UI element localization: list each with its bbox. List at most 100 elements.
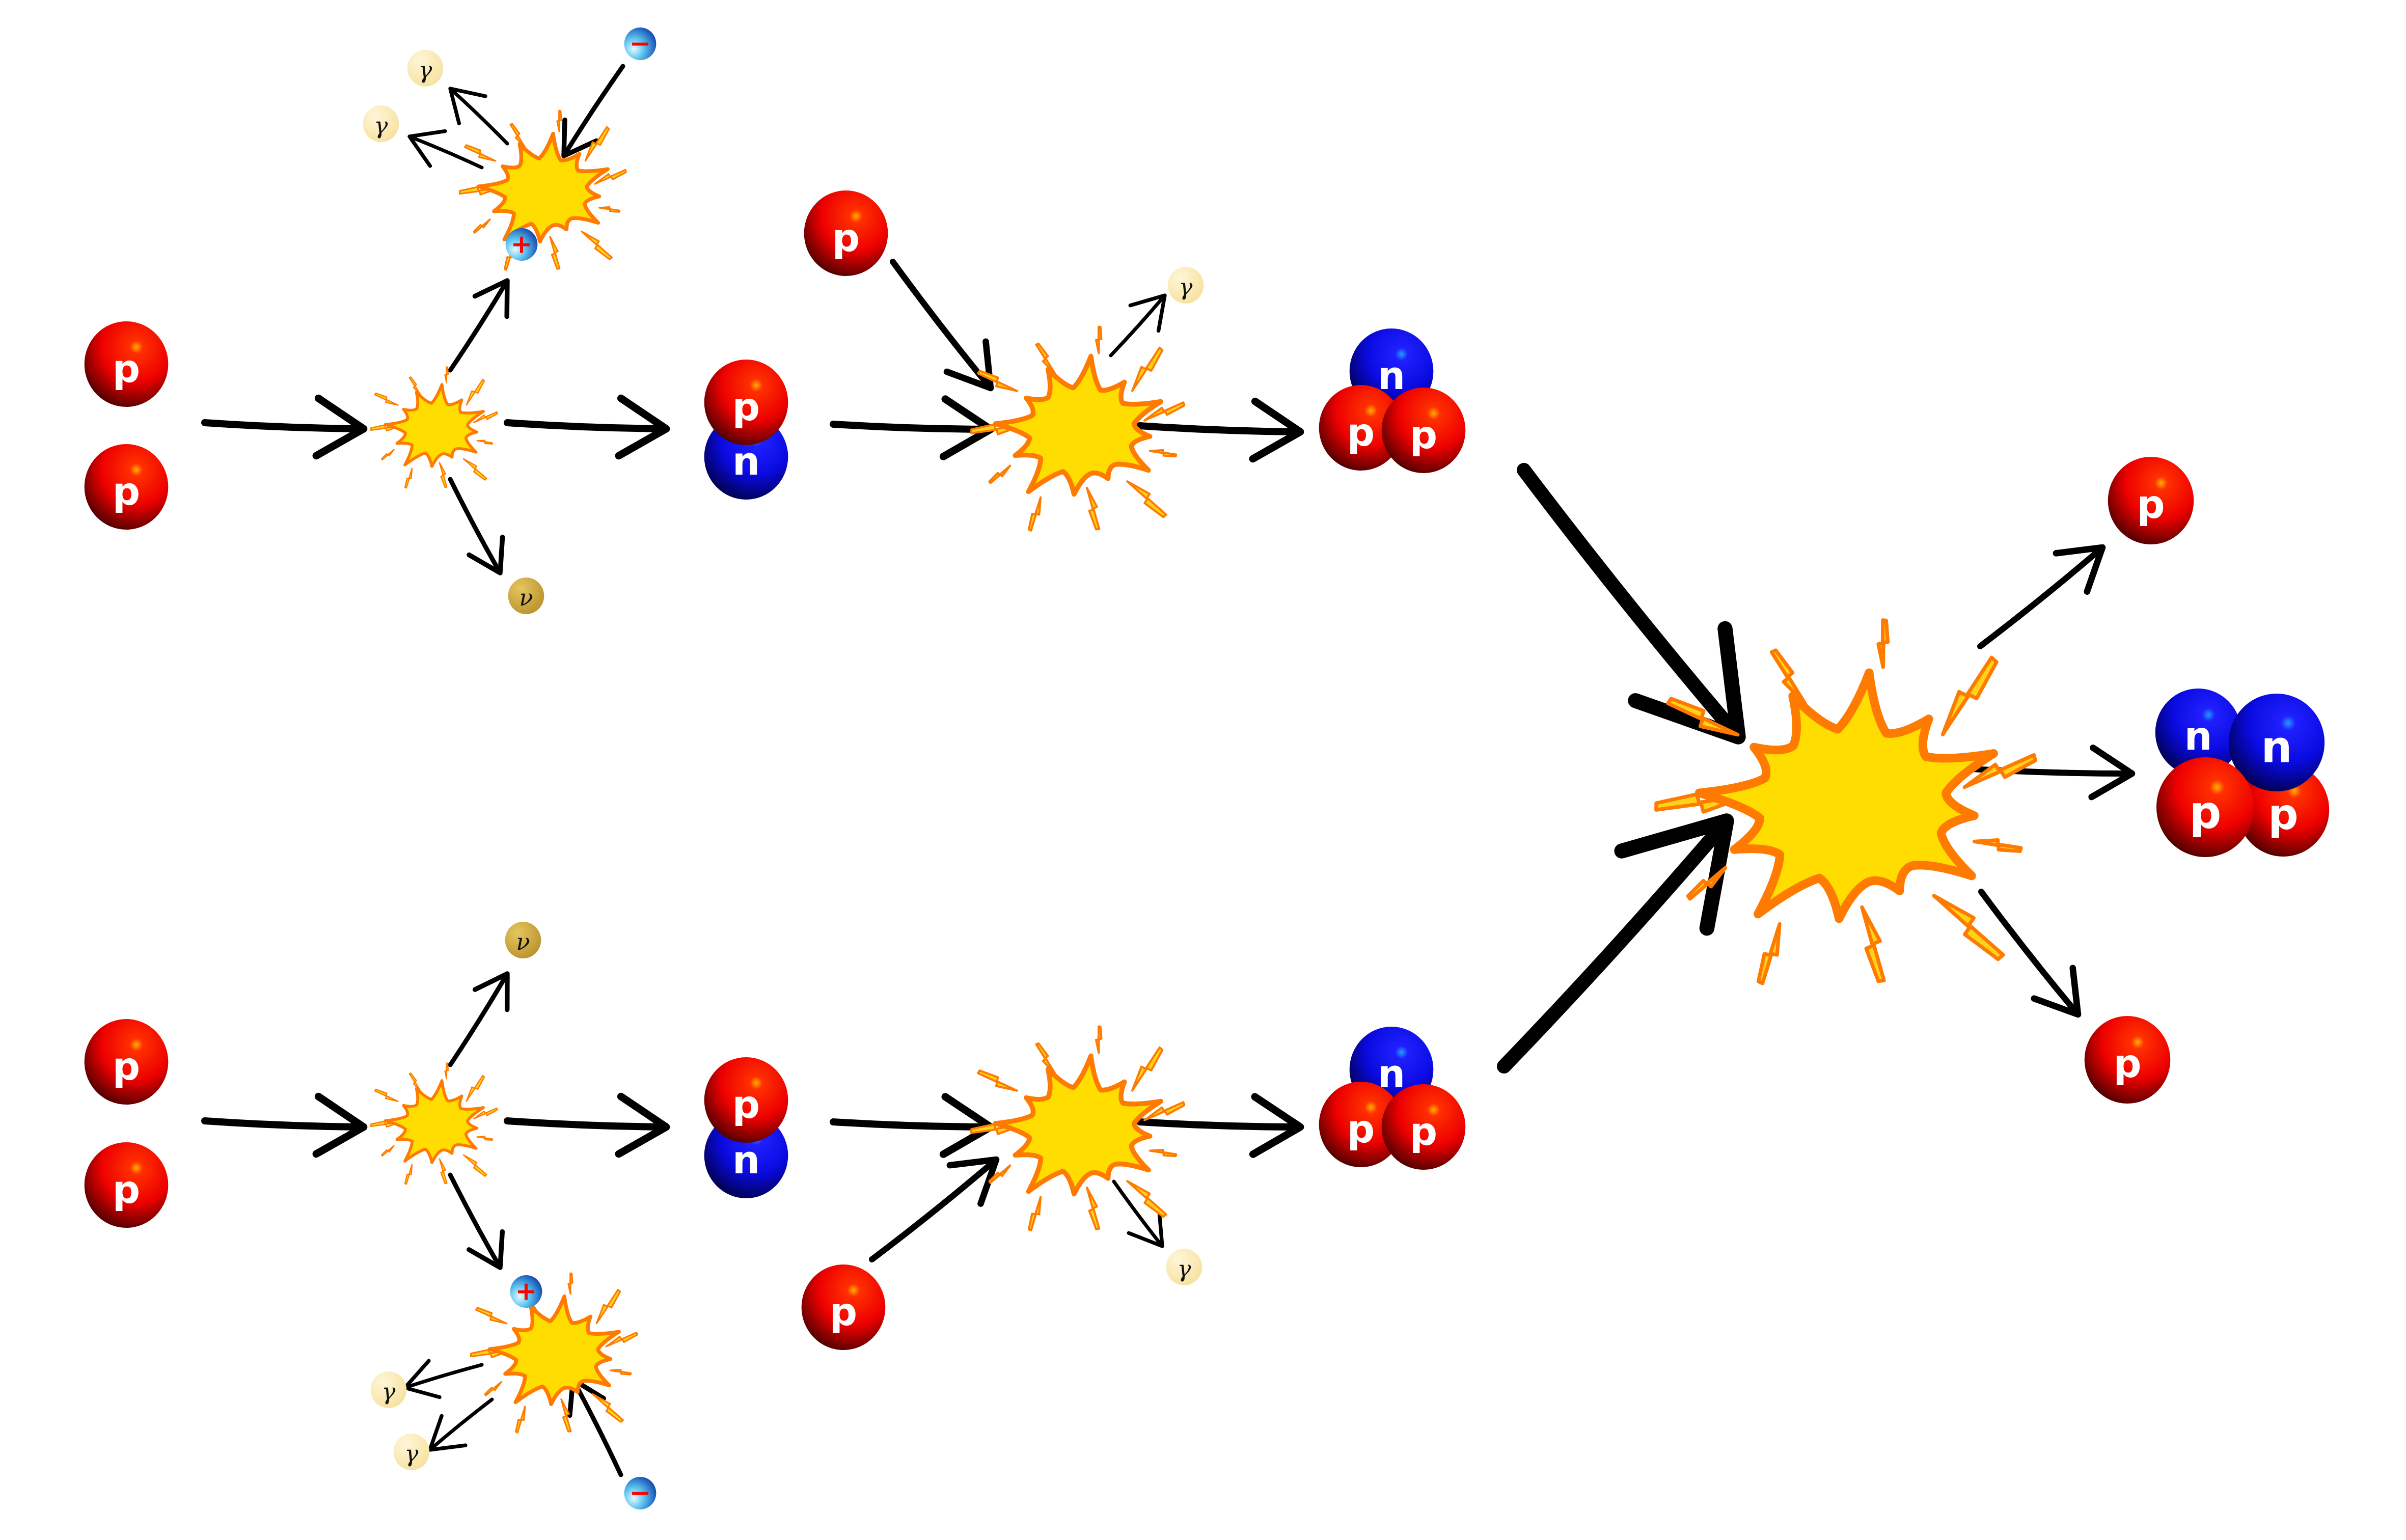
neutrino-sphere-icon	[505, 922, 541, 958]
arrow-shaft	[890, 259, 994, 391]
proton-particle: p	[2156, 757, 2255, 857]
arrow-shaft	[1978, 889, 2081, 1018]
proton-sphere-icon	[2108, 457, 2194, 544]
arrow-bot-burst-to-neutrino	[448, 971, 510, 1067]
lightning-bolt-icon	[374, 1088, 399, 1102]
proton-sphere-icon	[1381, 388, 1466, 473]
proton-label: p	[2190, 786, 2222, 838]
proton-particle: p	[704, 360, 788, 445]
proton-particle: p	[801, 1264, 886, 1350]
arrowhead-icon	[1614, 813, 1734, 936]
positron-sphere-icon	[505, 228, 538, 261]
lightning-bolt-icon	[549, 235, 561, 270]
lightning-bolt-icon	[1149, 449, 1178, 458]
gamma-particle: γ	[407, 50, 444, 87]
explosion-star-icon	[993, 1053, 1163, 1197]
lightning-bolt-icon	[476, 1136, 494, 1141]
arrow-bot-proton-to-burst	[869, 1156, 1000, 1262]
arrow-bot-burst-to-positron	[448, 1172, 505, 1270]
neutron-label: n	[732, 1137, 760, 1182]
proton-sphere-icon	[1381, 1084, 1466, 1170]
arrowhead-icon	[1249, 397, 1304, 463]
electron-charge-label: −	[630, 1478, 651, 1508]
lightning-bolt-icon	[439, 1158, 448, 1185]
lightning-bolt-icon	[515, 1406, 526, 1434]
positron-sphere-icon	[510, 1275, 542, 1308]
gamma-particle: γ	[1166, 1249, 1202, 1285]
arrowhead-icon	[1628, 621, 1746, 745]
lightning-bolt-icon	[1972, 838, 2023, 854]
arrow-top-burst-to-gamma1	[448, 87, 509, 146]
proton-sphere-icon	[704, 1057, 788, 1143]
lightning-bolt-icon	[484, 1381, 502, 1396]
gamma-sphere-icon	[393, 1434, 430, 1470]
lightning-bolt-icon	[473, 218, 491, 234]
proton-sphere-icon	[2156, 757, 2255, 857]
lightning-bolt-icon	[567, 1272, 573, 1295]
arrowhead-icon	[615, 394, 670, 460]
electron-sphere-icon	[624, 28, 657, 60]
burst-icon-he3-he3-burst	[1654, 618, 2037, 985]
lightning-bolt-icon	[1143, 1101, 1186, 1121]
gamma-label: γ	[405, 1440, 419, 1467]
neutrino-label: ν	[516, 928, 530, 955]
arrow-shaft	[448, 971, 510, 1067]
arrow-shaft	[1136, 1118, 1304, 1131]
neutrino-label: ν	[519, 584, 533, 611]
arrowhead-icon	[312, 1092, 368, 1158]
lightning-bolt-icon	[462, 458, 487, 481]
gamma-label: γ	[1178, 1255, 1191, 1282]
lightning-bolt-icon	[1086, 487, 1101, 531]
lightning-bolt-icon	[988, 1164, 1011, 1184]
arrow-top-burst-to-gamma3	[1109, 293, 1167, 358]
gamma-label: γ	[382, 1378, 396, 1405]
burst-icon-top-pp-burst	[370, 366, 498, 489]
positron-charge-label: +	[511, 230, 533, 260]
lightning-bolt-icon	[1149, 1148, 1178, 1158]
lightning-bolt-icon	[473, 411, 498, 424]
proton-sphere-icon	[84, 321, 169, 407]
lightning-bolt-icon	[1027, 496, 1042, 532]
lightning-bolt-icon	[977, 370, 1019, 392]
electron-particle: −	[624, 28, 657, 60]
arrow-he3-bot-to-big-burst	[1497, 813, 1734, 1074]
lightning-bolt-icon	[977, 1069, 1019, 1092]
arrow-top-electron-to-burst	[561, 64, 625, 158]
arrow-top-burst-to-neutrino	[448, 477, 505, 575]
lightning-bolt-icon	[610, 1369, 632, 1376]
arrowhead-icon	[467, 534, 505, 575]
proton-sphere-icon	[84, 444, 169, 530]
arrow-bot-deuteron-to-burst	[830, 1093, 995, 1158]
lightning-bolt-icon	[1131, 1046, 1164, 1092]
arrowhead-icon	[1249, 1093, 1304, 1158]
arrow-he3-top-to-big-burst	[1517, 463, 1746, 745]
explosion-star-icon	[1694, 668, 1998, 923]
lightning-bolt-icon	[475, 1307, 508, 1325]
proton-particle: p	[1381, 1084, 1466, 1170]
arrowhead-icon	[467, 1229, 505, 1270]
arrow-bot-burst-to-gamma1	[403, 1359, 484, 1399]
positron-particle: +	[505, 228, 538, 261]
lightning-bolt-icon	[1027, 1196, 1042, 1231]
explosion-star-icon	[487, 1294, 621, 1407]
lightning-bolt-icon	[1756, 922, 1782, 985]
proton-particle: p	[2108, 457, 2194, 544]
arrow-shaft	[448, 477, 503, 575]
proton-label: p	[2137, 482, 2165, 528]
gamma-sphere-icon	[407, 50, 444, 87]
gamma-particle: γ	[1167, 267, 1204, 304]
arrow-shaft	[448, 278, 510, 373]
lightning-bolt-icon	[1126, 1180, 1167, 1218]
proton-particle: p	[84, 1142, 169, 1228]
lightning-bolt-icon	[466, 378, 485, 406]
proton-label: p	[1410, 412, 1437, 457]
lightning-bolt-icon	[1940, 655, 1999, 736]
burst-icon-top-dp-burst	[970, 325, 1186, 532]
arrow-shaft	[830, 421, 994, 433]
proton-label: p	[113, 1167, 140, 1212]
arrow-shaft	[1136, 422, 1304, 435]
lightning-bolt-icon	[444, 366, 449, 383]
neutrino-particle: ν	[505, 922, 541, 958]
arrow-shaft	[830, 1118, 994, 1131]
gamma-particle: γ	[363, 105, 399, 142]
